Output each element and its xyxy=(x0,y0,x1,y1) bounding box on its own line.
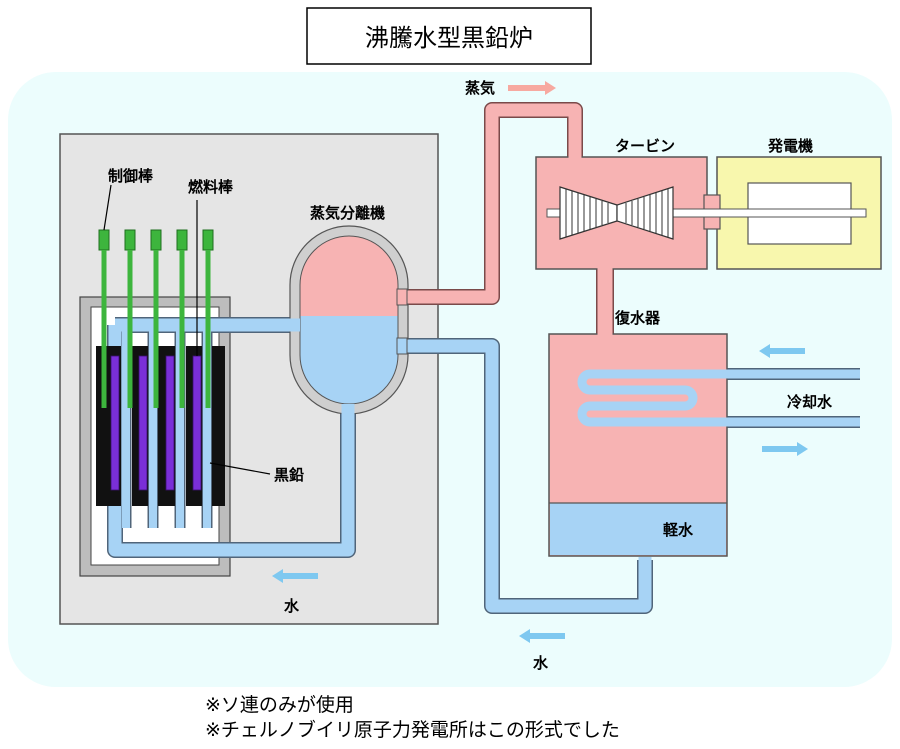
footnote-1: ※ソ連のみが使用 xyxy=(205,694,354,716)
steam-separator-water xyxy=(300,316,398,404)
cooling-water-label: 冷却水 xyxy=(787,393,833,411)
title-box xyxy=(306,7,592,65)
condenser-label: 復水器 xyxy=(614,309,661,327)
steam-pipe xyxy=(400,103,613,336)
fuel-rods-label: 燃料棒 xyxy=(188,178,234,196)
steam-flow-arrow xyxy=(508,81,556,95)
water-return-arrow-bottom xyxy=(519,629,565,643)
flow-arrows xyxy=(272,81,808,643)
steam-separator-steam xyxy=(300,236,398,316)
separator-water-port xyxy=(396,337,408,355)
cooling-water-out-arrow xyxy=(762,442,808,456)
cooling-water-coil xyxy=(577,369,860,427)
water-label-left: 水 xyxy=(284,597,300,615)
light-water-label: 軽水 xyxy=(663,521,694,539)
footnote-2: ※チェルノブイリ原子力発電所はこの形式でした xyxy=(205,719,620,741)
steam-separator-label: 蒸気分離機 xyxy=(310,204,385,222)
control-rods xyxy=(98,229,214,408)
water-label-bottom: 水 xyxy=(533,654,549,672)
turbine-blades xyxy=(559,186,674,240)
control-rods-label: 制御棒 xyxy=(108,167,154,185)
generator-label: 発電機 xyxy=(767,137,813,155)
graphite-label: 黒鉛 xyxy=(274,466,304,484)
water-return-arrow-left xyxy=(272,569,318,583)
leader-lines xyxy=(103,184,271,475)
turbine-shaft xyxy=(546,208,867,218)
page-title: 沸騰水型黒鉛炉 xyxy=(365,24,533,52)
separator-steam-port xyxy=(396,288,408,306)
turbine-label: タービン xyxy=(615,137,675,155)
steam-label: 蒸気 xyxy=(465,79,495,97)
cooling-water-in-arrow xyxy=(759,344,805,358)
condenser-light-water xyxy=(550,503,726,555)
